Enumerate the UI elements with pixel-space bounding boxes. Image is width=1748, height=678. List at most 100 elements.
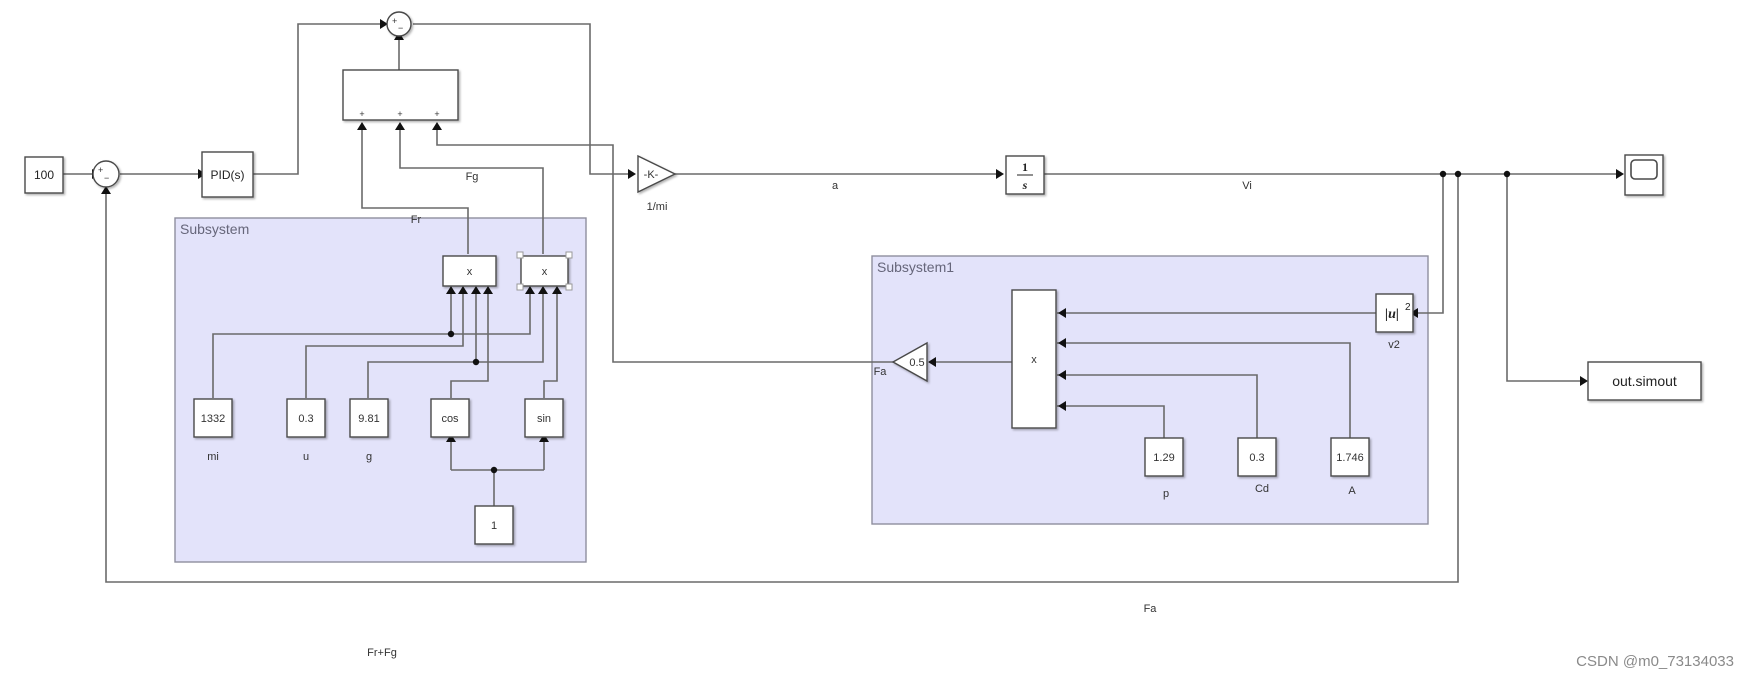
gain-value: 0.5 (909, 357, 924, 369)
constant-value: 1.29 (1153, 452, 1174, 464)
square-exponent: 2 (1405, 302, 1411, 313)
wire-fg (399, 130, 544, 254)
product1-label: x (467, 266, 473, 278)
wire-force-out (413, 23, 628, 175)
arrow-up-icon (552, 286, 562, 294)
selection-handle[interactable] (565, 283, 573, 291)
cos-label: cos (441, 413, 459, 425)
arrow-left-icon (928, 357, 936, 367)
constant-name: A (1348, 485, 1356, 497)
arrow-right-icon (1616, 169, 1624, 179)
arrow-up-icon (446, 286, 456, 294)
product2-block[interactable]: x (516, 251, 573, 291)
wire-cos (450, 294, 489, 398)
wire-u (305, 294, 464, 398)
sin-label: sin (537, 413, 551, 425)
constant-name: g (366, 451, 372, 463)
scope-block[interactable] (1624, 154, 1664, 196)
constant-g-block[interactable]: 9.81 g (349, 398, 389, 463)
signal-label-a: a (832, 180, 839, 192)
gain-inverse-mass-block[interactable]: -K- 1/mi (637, 154, 677, 213)
square-label: |u| (1385, 307, 1399, 322)
watermark: CSDN @m0_73134033 (1576, 653, 1734, 670)
constant-angle-block[interactable]: 1 (474, 505, 514, 545)
sum-error-block[interactable]: + − (92, 160, 120, 188)
wire-feedback (105, 174, 1459, 583)
arrow-left-icon (1058, 401, 1066, 411)
sum-sign-plus: + (98, 165, 103, 175)
wire-A (1057, 342, 1351, 438)
arrow-up-icon (539, 434, 549, 442)
constant-value: 1 (491, 520, 497, 532)
sum-sign-minus: − (104, 173, 109, 183)
arrow-up-icon (538, 286, 548, 294)
gain-half-block[interactable]: 0.5 (891, 341, 928, 383)
arrow-up-icon (101, 186, 111, 194)
constant-name: Cd (1255, 483, 1269, 495)
gain-name: 1/mi (647, 201, 668, 213)
constant-value: 0.3 (1249, 452, 1264, 464)
wire-to-workspace (1506, 174, 1580, 382)
arrowheads (92, 19, 1624, 442)
wire-mi (212, 294, 531, 398)
arrow-right-icon (1580, 376, 1588, 386)
subsystem1-title: Subsystem1 (877, 259, 954, 275)
arrow-up-icon (357, 122, 367, 130)
junction-dot (1439, 170, 1447, 178)
arrow-left-icon (1058, 338, 1066, 348)
sin-block[interactable]: sin (524, 398, 564, 438)
selection-handle[interactable] (516, 251, 524, 259)
arrow-right-icon (628, 169, 636, 179)
constant-mi-block[interactable]: 1332 mi (193, 398, 233, 463)
constant-name: u (303, 451, 309, 463)
constant-value: 1.746 (1336, 452, 1364, 464)
sum-sign-plus: + (397, 109, 402, 119)
constant-p-block[interactable]: 1.29 p (1144, 437, 1184, 500)
integrator-denominator: s (1022, 178, 1028, 192)
junction-dot (1503, 170, 1511, 178)
arrow-left-icon (1058, 308, 1066, 318)
pid-block[interactable]: PID(s) (201, 151, 254, 198)
sum-resistance-block[interactable]: + + + (342, 69, 459, 121)
subsystem-title: Subsystem (180, 221, 249, 237)
setpoint-constant-block[interactable]: 100 (24, 156, 64, 194)
subsystem[interactable]: Subsystem (174, 217, 587, 563)
square-block[interactable]: |u| 2 v2 (1375, 293, 1414, 351)
constant-u-block[interactable]: 0.3 u (286, 398, 326, 463)
arrow-right-icon (380, 19, 388, 29)
constant-name: p (1163, 488, 1169, 500)
integrator-numerator: 1 (1022, 160, 1028, 174)
arrow-up-icon (446, 434, 456, 442)
to-workspace-block[interactable]: out.simout (1587, 361, 1702, 401)
to-workspace-label: out.simout (1612, 373, 1677, 389)
sum-force-block[interactable]: + − (386, 11, 412, 37)
product1-block[interactable]: x (442, 255, 497, 287)
selection-handle[interactable] (516, 283, 524, 291)
wires (63, 23, 1616, 583)
constant-value: 1332 (201, 413, 225, 425)
signal-label-fr-fg: Fr+Fg (367, 647, 397, 659)
integrator-block[interactable]: 1 s (1005, 155, 1045, 195)
cos-block[interactable]: cos (430, 398, 470, 438)
arrow-left-icon (1410, 308, 1418, 318)
arrow-up-icon (471, 286, 481, 294)
product-label: x (1031, 354, 1037, 366)
arrow-up-icon (458, 286, 468, 294)
subsystem1[interactable]: Subsystem1 (871, 255, 1429, 525)
arrow-up-icon (395, 122, 405, 130)
sum-sign-minus: − (398, 23, 403, 33)
setpoint-value: 100 (34, 168, 54, 182)
selection-handle[interactable] (565, 251, 573, 259)
wire-fr (361, 130, 469, 254)
junction-dot (490, 466, 498, 474)
junction-dot (472, 358, 480, 366)
product-drag-block[interactable]: x (1011, 289, 1057, 429)
constant-cd-block[interactable]: 0.3 Cd (1237, 437, 1277, 495)
wire-g (367, 294, 544, 398)
constant-a-block[interactable]: 1.746 A (1330, 437, 1370, 497)
arrow-up-icon (432, 122, 442, 130)
signal-label-fg: Fg (466, 171, 479, 183)
signal-labels: Fr Fg a Vi Fa Fa Fr+Fg (367, 171, 1252, 659)
arrow-left-icon (1058, 370, 1066, 380)
